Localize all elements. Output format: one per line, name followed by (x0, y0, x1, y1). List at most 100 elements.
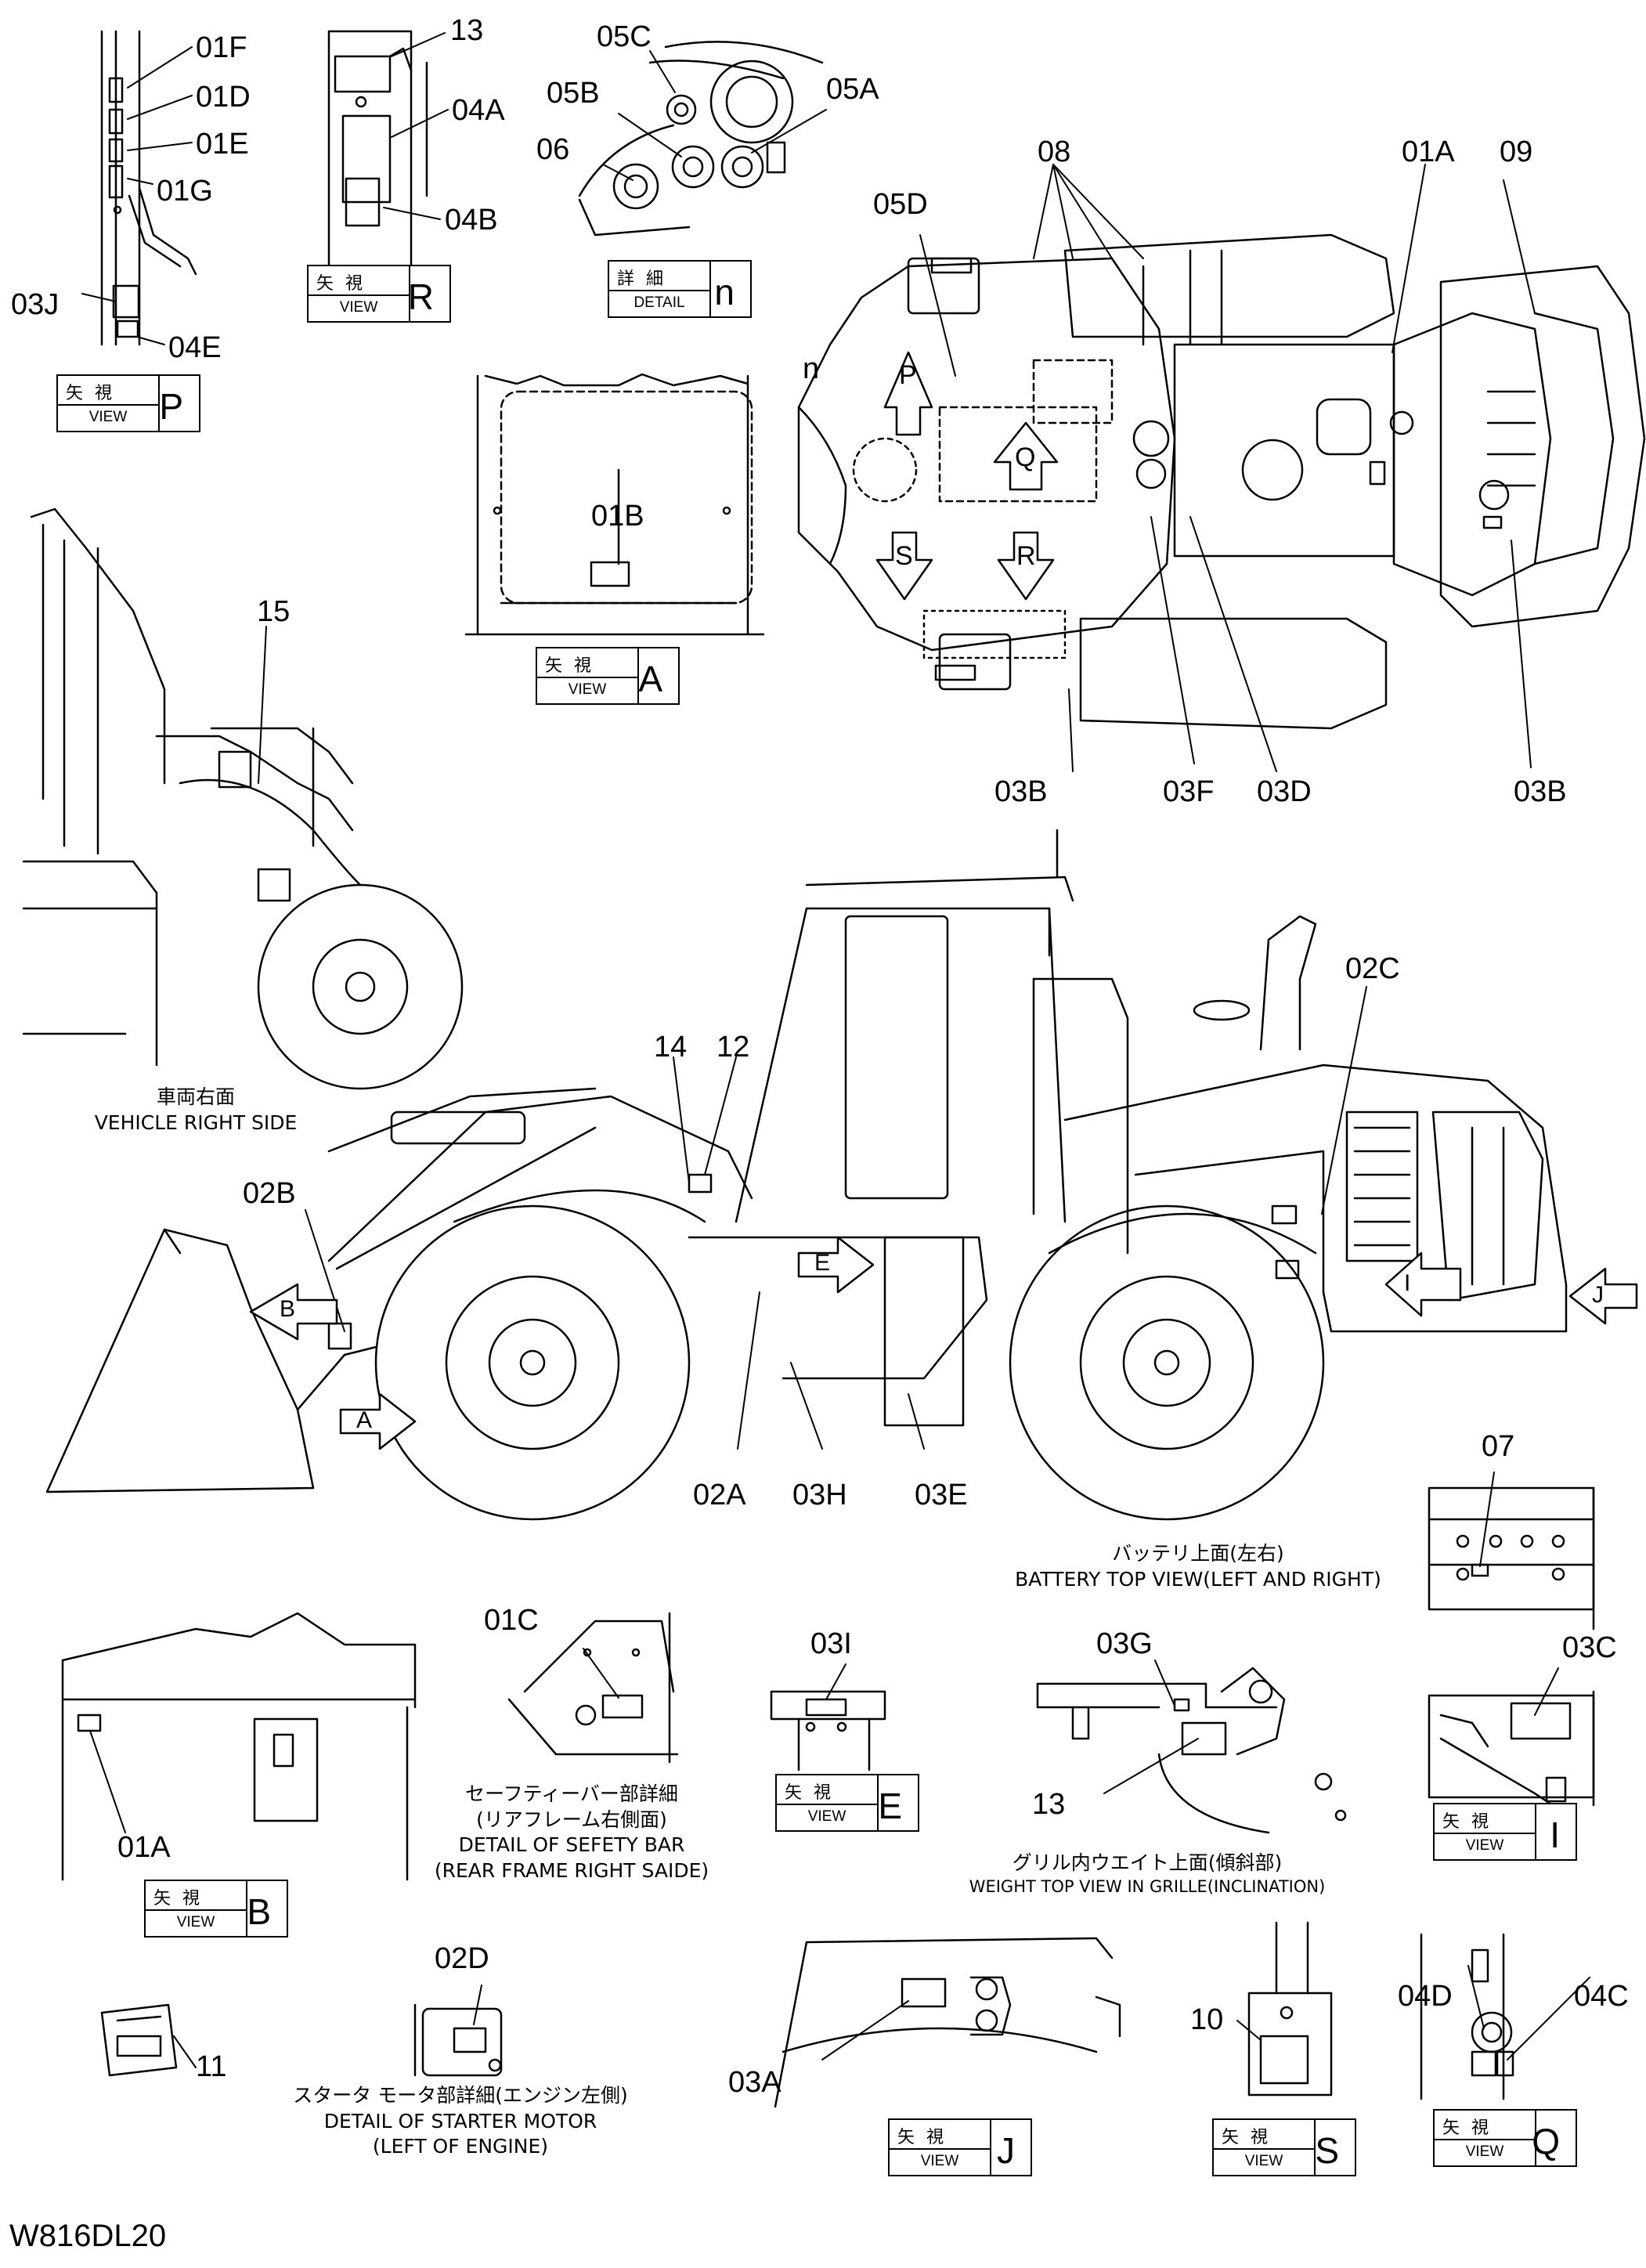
view-box-letter: S (1315, 2130, 1339, 2171)
decal-11-drawing (100, 2003, 178, 2077)
safety-bar-detail-drawing (507, 1612, 679, 1764)
view-box-kanji: 矢 視 (897, 2128, 947, 2147)
callout-03b-right: 03B (1514, 775, 1567, 808)
arrow-j (1568, 1267, 1638, 1325)
arrow-s (875, 531, 933, 601)
callout-03c: 03C (1562, 1631, 1617, 1664)
callout-04a: 04A (452, 94, 505, 127)
view-box-j: 矢 視 VIEW J (888, 2118, 1032, 2176)
view-j-drawing (774, 1937, 1121, 2108)
callout-05a: 05A (826, 73, 879, 106)
view-box-sub: VIEW (1435, 2139, 1535, 2161)
callout-01a-top: 01A (1402, 135, 1455, 168)
view-box-letter: R (407, 276, 434, 317)
caption-battery: バッテリ上面(左右) BATTERY TOP VIEW(LEFT AND RIG… (1015, 1541, 1381, 1592)
view-box-e: 矢 視 VIEW E (775, 1774, 919, 1832)
detail-n-drawing (578, 41, 824, 237)
caption-jp: セーフティーバー部詳細 (465, 1782, 678, 1805)
caption-starter-motor: スタータ モータ部詳細(エンジン左側) DETAIL OF STARTER MO… (293, 2083, 627, 2160)
caption-vehicle-right-side: 車両右面 VEHICLE RIGHT SIDE (95, 1085, 298, 1136)
view-box-n: 詳 細 DETAIL n (608, 260, 752, 318)
arrow-e (797, 1236, 875, 1294)
view-box-kanji: 矢 視 (66, 384, 115, 403)
view-box-r: 矢 視 VIEW R (307, 265, 451, 323)
view-b-drawing (61, 1612, 417, 1881)
caption-jp: スタータ モータ部詳細(エンジン左側) (293, 2084, 628, 2107)
arrow-letter-r: R (1016, 541, 1036, 571)
callout-04d: 04D (1398, 1980, 1453, 2013)
arrow-letter-j: J (1592, 1282, 1604, 1308)
callout-03h: 03H (792, 1479, 847, 1511)
arrow-letter-e: E (814, 1250, 831, 1276)
caption-grille-weight: グリル内ウエイト上面(傾斜部) WEIGHT TOP VIEW IN GRILL… (969, 1851, 1326, 1898)
view-box-letter: J (997, 2130, 1015, 2171)
caption-jp: グリル内ウエイト上面(傾斜部) (1012, 1851, 1283, 1874)
callout-03b-left: 03B (994, 775, 1048, 808)
battery-drawing (1428, 1486, 1595, 1631)
arrow-q (993, 421, 1059, 491)
view-box-i: 矢 視 VIEW I (1433, 1803, 1577, 1861)
arrow-letter-b: B (280, 1296, 296, 1322)
view-box-a: 矢 視 VIEW A (536, 647, 680, 705)
arrow-i (1384, 1251, 1462, 1317)
view-box-sub: VIEW (537, 677, 637, 699)
caption-en: DETAIL OF STARTER MOTOR (323, 2109, 597, 2133)
callout-07: 07 (1482, 1430, 1515, 1463)
callout-01a-b: 01A (117, 1831, 171, 1864)
callout-02c: 02C (1345, 952, 1400, 985)
caption-jp: 車両右面 (156, 1085, 235, 1108)
view-box-letter: E (878, 1786, 902, 1826)
arrow-letter-i: I (1404, 1270, 1411, 1296)
callout-04b: 04B (445, 204, 498, 237)
view-arrows (249, 351, 1638, 1450)
view-box-letter: B (247, 1891, 271, 1932)
view-box-sub: VIEW (58, 404, 158, 426)
arrow-p (883, 351, 933, 436)
view-box-letter: Q (1532, 2121, 1560, 2161)
vehicle-right-side-drawing (22, 507, 464, 1090)
view-box-letter: n (714, 272, 735, 312)
view-e-drawing (770, 1690, 886, 1771)
view-box-kanji: 矢 視 (785, 1783, 834, 1803)
view-box-sub: VIEW (777, 1804, 877, 1826)
callout-03i: 03I (810, 1627, 852, 1660)
view-p-drawing (100, 30, 197, 346)
top-view-drawing (797, 233, 1646, 730)
callout-01b: 01B (591, 500, 644, 533)
view-box-kanji: 詳 細 (617, 269, 666, 289)
arrow-letter-q: Q (1015, 442, 1036, 472)
view-box-kanji: 矢 視 (1442, 2118, 1492, 2138)
callout-03j: 03J (11, 288, 60, 321)
callout-01f: 01F (196, 31, 247, 64)
view-box-kanji: 矢 視 (1442, 1812, 1492, 1832)
caption-safety-bar: セーフティーバー部詳細 (リアフレーム右側面) DETAIL OF SEFETY… (435, 1782, 709, 1883)
callout-02a: 02A (693, 1479, 746, 1511)
view-s-drawing (1247, 1921, 1333, 2096)
view-box-q: 矢 視 VIEW Q (1433, 2109, 1577, 2167)
callout-05d: 05D (873, 188, 928, 221)
arrow-letter-p: P (899, 360, 917, 390)
callout-09: 09 (1500, 135, 1533, 168)
callout-03a: 03A (728, 2066, 781, 2099)
caption-jp: (リアフレーム右側面) (476, 1808, 667, 1831)
callout-03g: 03G (1096, 1627, 1153, 1660)
view-box-sub: VIEW (890, 2148, 990, 2170)
callout-01d: 01D (196, 81, 251, 114)
view-box-s: 矢 視 VIEW S (1212, 2118, 1356, 2176)
caption-en: BATTERY TOP VIEW(LEFT AND RIGHT) (1015, 1567, 1381, 1591)
callout-05c: 05C (597, 20, 652, 53)
callout-06: 06 (536, 133, 570, 166)
view-i-drawing (1428, 1690, 1595, 1811)
caption-en: VEHICLE RIGHT SIDE (94, 1111, 298, 1134)
callout-05b: 05B (547, 77, 600, 110)
view-box-kanji: 矢 視 (1222, 2128, 1271, 2147)
view-box-sub: VIEW (1214, 2148, 1314, 2170)
grille-weight-drawing (1036, 1667, 1347, 1834)
callout-04c: 04C (1574, 1980, 1629, 2013)
arrow-letter-s: S (895, 541, 913, 571)
callout-12: 12 (717, 1031, 750, 1064)
callout-04e: 04E (168, 331, 222, 364)
view-box-sub: VIEW (146, 1909, 246, 1931)
caption-jp: バッテリ上面(左右) (1112, 1542, 1284, 1565)
arrow-a (339, 1392, 417, 1450)
